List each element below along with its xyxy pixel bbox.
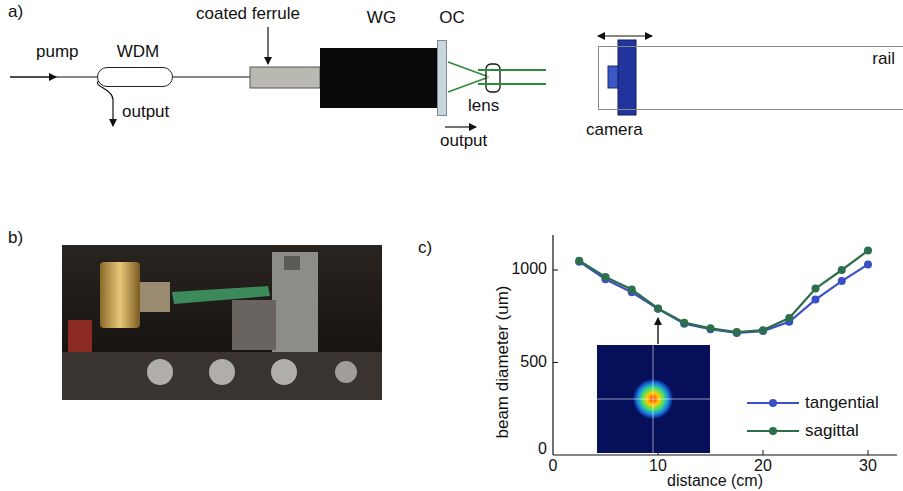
data-point	[838, 277, 846, 285]
legend-marker	[769, 399, 777, 407]
photo-detail	[284, 256, 300, 270]
tick	[553, 270, 558, 271]
photo-screw	[209, 359, 235, 385]
photo-screw	[271, 359, 297, 385]
axis-title: distance (cm)	[667, 472, 763, 490]
rail: rail	[598, 46, 903, 110]
legend-swatch	[745, 420, 801, 442]
fiber	[173, 76, 250, 77]
data-point	[680, 319, 688, 327]
data-point	[654, 304, 662, 312]
tick-label: 0	[549, 457, 558, 475]
output-coupler-shape	[437, 40, 447, 116]
data-point	[838, 266, 846, 274]
photo-detail	[140, 282, 170, 312]
signal-name: output	[122, 102, 169, 122]
photo-block	[272, 252, 318, 352]
data-point	[707, 324, 715, 332]
part-name: coated ferrule	[196, 4, 300, 24]
axis-title: beam diameter (um)	[493, 285, 513, 438]
y-axis	[552, 235, 553, 455]
data-point	[707, 325, 715, 333]
data-point	[864, 260, 872, 268]
photo	[62, 245, 382, 400]
data-point	[812, 285, 820, 293]
inset-arrow	[657, 318, 658, 344]
data-point	[785, 314, 793, 322]
part-name: lens	[468, 96, 499, 116]
wdm-coupler-shape	[97, 67, 173, 87]
tick	[763, 450, 764, 455]
motion-arrow	[598, 35, 652, 36]
signal-name: output	[440, 131, 487, 151]
x-axis	[553, 454, 897, 455]
output-coupler: OC	[434, 8, 470, 116]
tick-label: 30	[859, 457, 877, 475]
pump-arrow	[10, 76, 56, 77]
data-point	[654, 305, 662, 313]
tick	[553, 362, 558, 363]
data-point	[864, 247, 872, 255]
coated-ferrule	[250, 67, 320, 88]
legend-text: sagittal	[805, 421, 859, 441]
tick-label: 10	[649, 457, 667, 475]
panel-letter: a)	[8, 2, 23, 22]
data-series	[575, 247, 872, 337]
legend-marker	[769, 427, 777, 435]
crosshair	[597, 399, 710, 400]
beam-line	[478, 83, 546, 85]
panel-letter: b)	[8, 228, 23, 248]
waveguide-shape	[320, 48, 437, 108]
part-name: WG	[320, 8, 443, 28]
part-name: OC	[434, 8, 470, 28]
signal-name: pump	[36, 42, 79, 62]
waveguide: WG	[320, 8, 443, 108]
data-point	[812, 296, 820, 304]
tick-label: 1000	[511, 260, 547, 278]
output-arrow	[445, 126, 476, 127]
photo-block	[232, 300, 276, 350]
ticks	[553, 270, 868, 455]
data-point	[759, 327, 767, 335]
beam-profile-inset	[597, 345, 710, 453]
data-point	[575, 258, 583, 266]
panel-letter: c)	[418, 238, 432, 258]
lens-symbol	[486, 64, 500, 92]
data-point	[602, 273, 610, 281]
part-name: WDM	[97, 42, 179, 62]
data-point	[759, 326, 767, 334]
beam-line	[478, 69, 546, 71]
camera-lens	[608, 66, 619, 88]
photo-screw	[335, 361, 357, 383]
camera-body	[618, 40, 636, 115]
fiber	[56, 76, 98, 77]
series-line	[579, 251, 868, 332]
series-line	[579, 262, 868, 333]
legend-swatch	[745, 392, 801, 414]
part-name: rail	[599, 49, 895, 69]
tick-label: 0	[538, 440, 547, 458]
photo-base	[62, 352, 382, 400]
legend-text: tangential	[805, 393, 879, 413]
data-point	[733, 328, 741, 336]
wdm-coupler: WDM	[97, 42, 179, 88]
data-point	[733, 329, 741, 337]
crosshair	[653, 345, 654, 453]
photo-knob	[100, 262, 140, 328]
data-point	[575, 257, 583, 265]
data-point	[628, 285, 636, 293]
photo-screw	[147, 359, 173, 385]
tick-label: 500	[520, 353, 547, 371]
tick	[868, 450, 869, 455]
data-point	[680, 320, 688, 328]
part-name: camera	[586, 120, 643, 140]
leader-arrow	[267, 27, 268, 64]
